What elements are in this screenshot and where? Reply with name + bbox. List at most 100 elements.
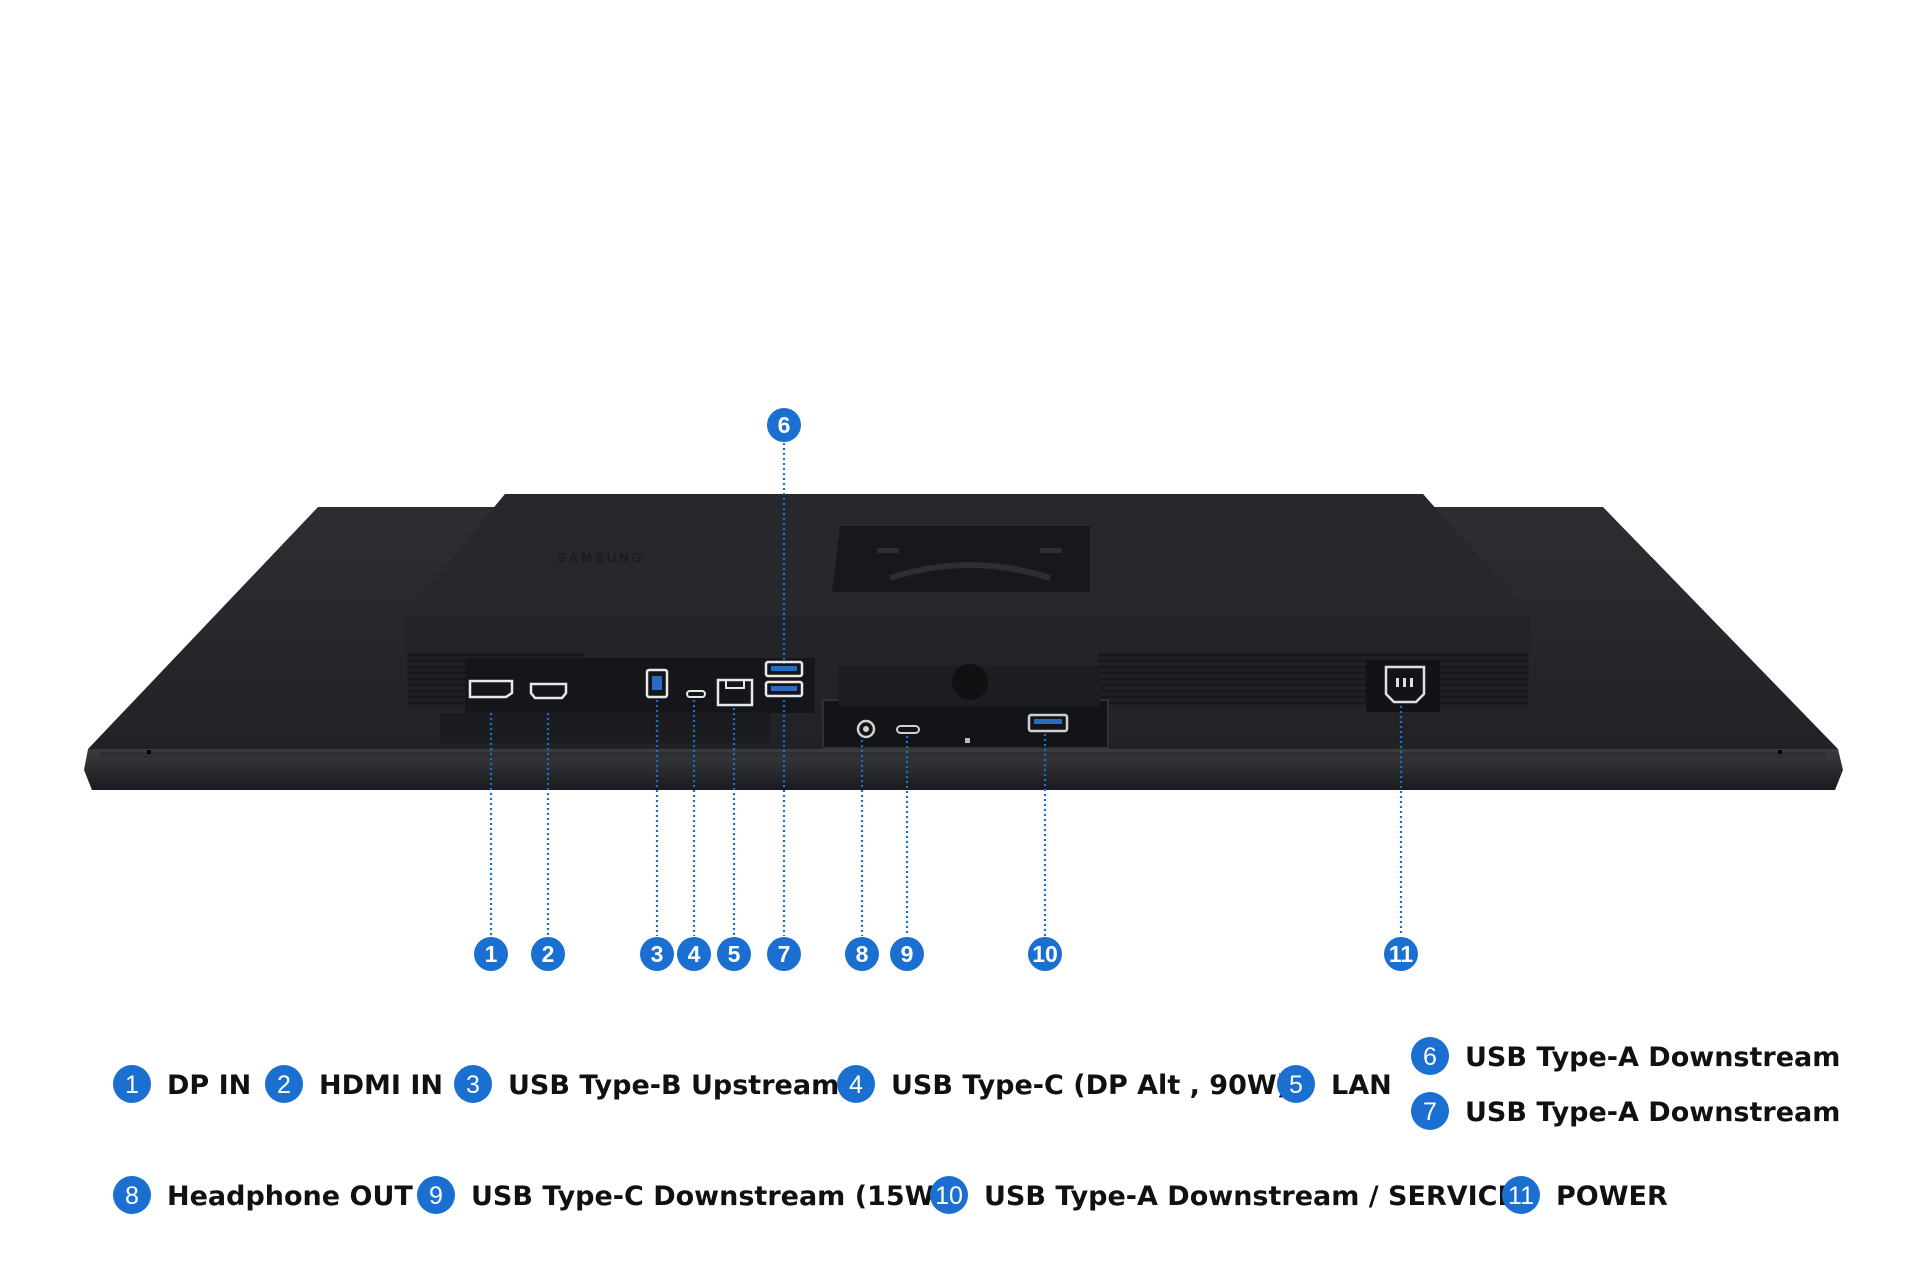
dp-port [468, 679, 514, 699]
callout-circle [640, 937, 674, 971]
usb-a-stacked-ports [764, 660, 804, 698]
legend-label: HDMI IN [319, 1070, 443, 1101]
vesa-tab-left [877, 548, 899, 553]
legend-item-8: 8 Headphone OUT [113, 1176, 413, 1214]
legend-number: 1 [125, 1071, 139, 1099]
callout-circle [890, 937, 924, 971]
screw-right [1778, 750, 1782, 754]
legend-badge [1411, 1092, 1449, 1130]
callout-number: 3 [651, 941, 664, 967]
legend-label: DP IN [167, 1070, 251, 1101]
legend-item-9: 9 USB Type-C Downstream (15W) [417, 1176, 947, 1214]
legend-badge [1502, 1176, 1540, 1214]
legend-number: 4 [849, 1071, 863, 1099]
hdmi-port [529, 682, 568, 700]
cable-hole [952, 664, 988, 700]
callout-number: 9 [901, 941, 914, 967]
legend-item-3: 3 USB Type-B Upstream [454, 1065, 839, 1103]
lip-highlight [100, 752, 1826, 758]
port-panel-main [465, 658, 815, 713]
vesa-mount-recess [832, 526, 1090, 592]
screw-left [147, 750, 151, 754]
power-socket [1384, 665, 1426, 704]
legend-item-6: 6 USB Type-A Downstream [1411, 1037, 1840, 1075]
headphone-jack [856, 719, 876, 739]
monitor-back: SAMSUNG [84, 494, 1843, 790]
legend-item-11: 11 POWER [1502, 1176, 1668, 1214]
callout-number: 6 [778, 412, 791, 438]
callout-number: 5 [728, 941, 741, 967]
callout-3: 3 [640, 937, 674, 971]
monitor-bottom-lip [84, 749, 1843, 790]
lan-port [716, 678, 754, 707]
callout-circle [845, 937, 879, 971]
ribbed-section-right [1098, 652, 1528, 707]
legend-number: 8 [125, 1182, 139, 1210]
callout-number: 11 [1389, 941, 1414, 967]
legend-item-10: 10 USB Type-A Downstream / SERVICE [930, 1176, 1516, 1214]
port-panel-shadow [440, 713, 770, 743]
legend-number: 10 [935, 1182, 963, 1210]
legend-badge [265, 1065, 303, 1103]
callout-circle [474, 937, 508, 971]
callout-4: 4 [677, 937, 711, 971]
legend-number: 7 [1423, 1098, 1437, 1126]
usb-a-service-port [1027, 713, 1069, 733]
usb-c-downstream-port [896, 725, 920, 734]
legend-badge [113, 1065, 151, 1103]
callout-number: 1 [485, 941, 498, 967]
callout-8: 8 [845, 937, 879, 971]
legend-number: 11 [1508, 1182, 1534, 1210]
samsung-logo: SAMSUNG [557, 550, 644, 565]
legend-number: 2 [277, 1071, 291, 1099]
callout-number: 4 [688, 941, 701, 967]
led-indicator [965, 738, 970, 743]
legend-item-2: 2 HDMI IN [265, 1065, 443, 1103]
vesa-arc [889, 562, 1051, 581]
legend-number: 6 [1423, 1043, 1437, 1071]
callout-circle [767, 408, 801, 442]
legend-item-4: 4 USB Type-C (DP Alt , 90W) [837, 1065, 1289, 1103]
callout-circle [767, 937, 801, 971]
legend-number: 9 [429, 1182, 443, 1210]
legend-label: USB Type-B Upstream [508, 1070, 839, 1101]
legend-label: LAN [1331, 1070, 1392, 1101]
legend-badge [417, 1176, 455, 1214]
leader-lines [489, 443, 1403, 936]
callout-circle [531, 937, 565, 971]
callout-5: 5 [717, 937, 751, 971]
legend-item-1: 1 DP IN [113, 1065, 251, 1103]
callout-number: 7 [778, 941, 791, 967]
legend-number: 3 [466, 1071, 480, 1099]
callout-9: 9 [890, 937, 924, 971]
callout-number: 2 [542, 941, 555, 967]
legend-label: USB Type-C Downstream (15W) [471, 1181, 947, 1212]
legend-item-5: 5 LAN [1277, 1065, 1392, 1103]
callout-10: 10 [1028, 937, 1062, 971]
callout-circle [717, 937, 751, 971]
legend-badge [1411, 1037, 1449, 1075]
callout-number: 8 [856, 941, 869, 967]
callout-number: 10 [1032, 941, 1058, 967]
legend-label: USB Type-A Downstream [1465, 1042, 1840, 1073]
callout-circle [677, 937, 711, 971]
legend-badge [113, 1176, 151, 1214]
legend-label: Headphone OUT [167, 1181, 413, 1212]
legend-badge [837, 1065, 875, 1103]
usb-c-port [686, 690, 706, 698]
callout-circle [1384, 937, 1418, 971]
legend-number: 5 [1289, 1071, 1303, 1099]
vesa-tab-right [1040, 548, 1062, 553]
callout-1: 1 [474, 937, 508, 971]
legend-label: POWER [1556, 1181, 1668, 1212]
callout-7: 7 [767, 937, 801, 971]
legend-label: USB Type-C (DP Alt , 90W) [891, 1070, 1289, 1101]
legend-badge [1277, 1065, 1315, 1103]
legend-badge [930, 1176, 968, 1214]
callout-2: 2 [531, 937, 565, 971]
legend-label: USB Type-A Downstream / SERVICE [984, 1181, 1516, 1212]
